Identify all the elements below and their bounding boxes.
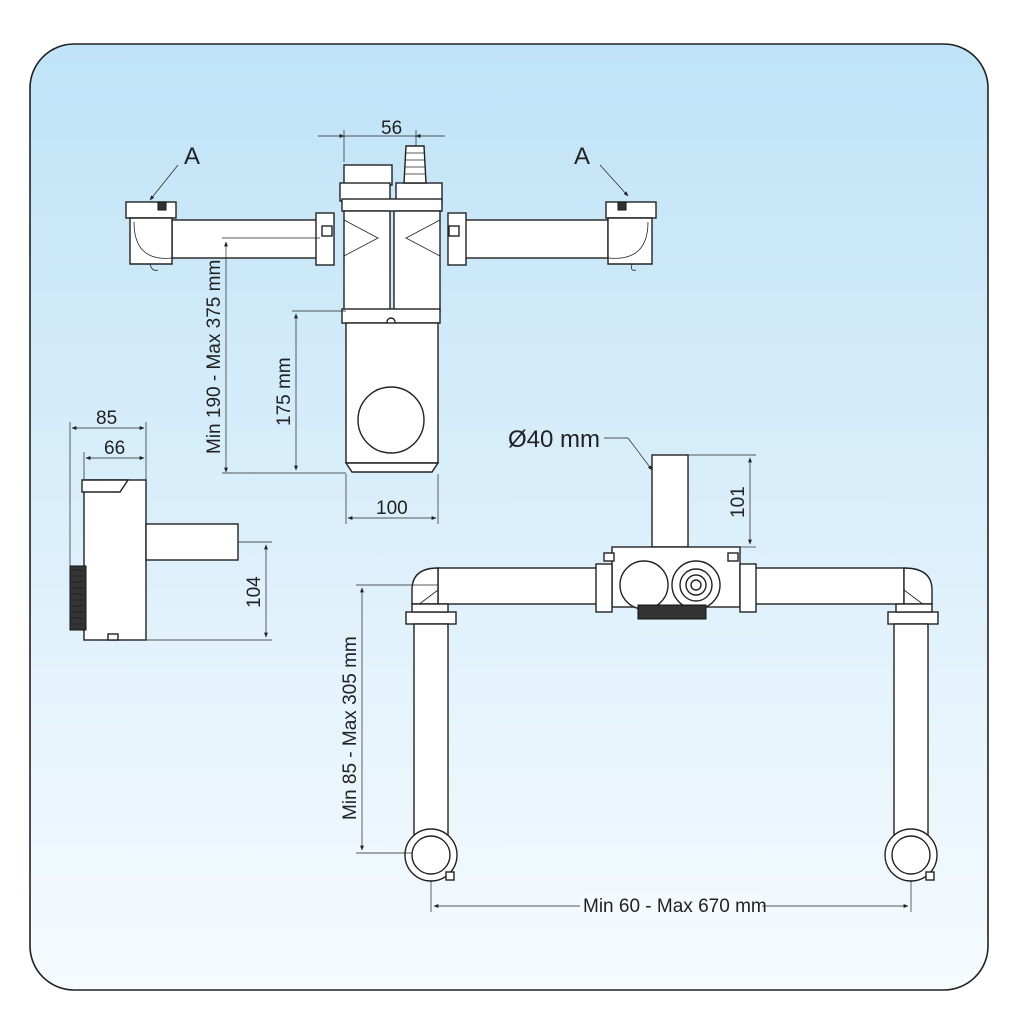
dim-min60-max670-label: Min 60 - Max 670 mm bbox=[583, 896, 767, 917]
dim-diameter-label: Ø40 mm bbox=[508, 426, 600, 453]
label-a-right: A bbox=[574, 143, 590, 170]
dim-104-label: 104 bbox=[244, 576, 265, 608]
dimension-lines bbox=[69, 130, 912, 916]
label-a-left: A bbox=[184, 143, 200, 170]
top-view-assembly bbox=[125, 145, 657, 473]
dim-85-label: 85 bbox=[96, 408, 117, 429]
dim-175-label: 175 mm bbox=[274, 357, 295, 426]
dim-min85-max305-label: Min 85 - Max 305 mm bbox=[340, 636, 361, 820]
dim-66-label: 66 bbox=[104, 438, 125, 459]
side-view-assembly bbox=[69, 479, 239, 641]
dim-100-label: 100 bbox=[376, 498, 408, 519]
panel-background bbox=[29, 43, 989, 991]
dim-56-label: 56 bbox=[381, 118, 402, 139]
front-view-assembly bbox=[404, 454, 939, 882]
dim-101-label: 101 bbox=[728, 486, 749, 518]
dim-min190-max375-label: Min 190 - Max 375 mm bbox=[204, 260, 225, 454]
